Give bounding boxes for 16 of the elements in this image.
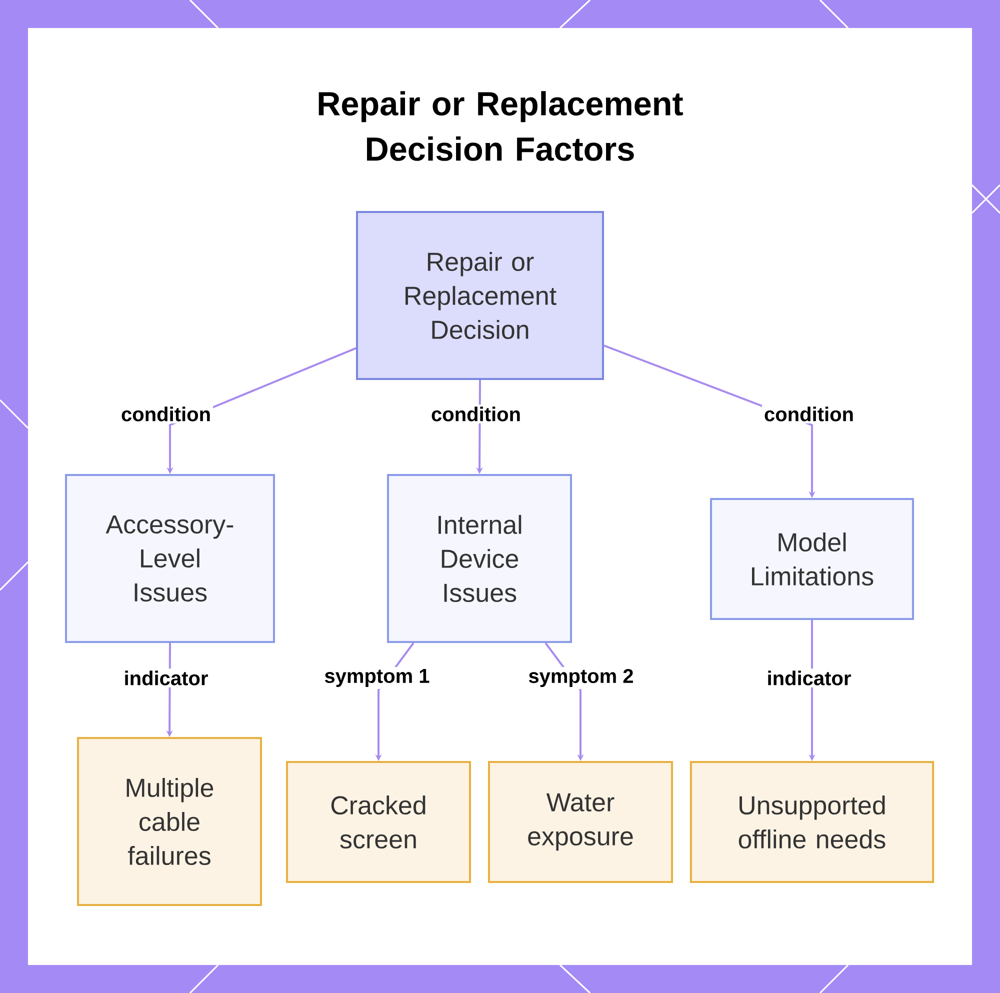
indicator-box: Multiple cable failures xyxy=(77,737,262,906)
category-box: Model Limitations xyxy=(710,498,914,620)
indicator-box: Water exposure xyxy=(488,761,673,883)
edge-label: condition xyxy=(119,404,213,424)
indicator-box: Unsupported offline needs xyxy=(690,761,934,883)
title: Repair or Replacement Decision Factors xyxy=(318,91,683,161)
edge-label: indicator xyxy=(122,668,210,688)
category-box: Internal Device Issues xyxy=(387,474,572,643)
edge-label: condition xyxy=(429,404,523,424)
edge-label: symptom 1 xyxy=(322,667,432,689)
edge-label: indicator xyxy=(764,668,854,688)
indicator-box: Cracked screen xyxy=(286,761,471,883)
decision-box: Repair or Replacement Decision xyxy=(356,211,604,380)
category-box: Accessory-Level Issues xyxy=(65,474,275,643)
edge-label: condition xyxy=(762,404,856,424)
edge-label: symptom 2 xyxy=(526,666,636,690)
